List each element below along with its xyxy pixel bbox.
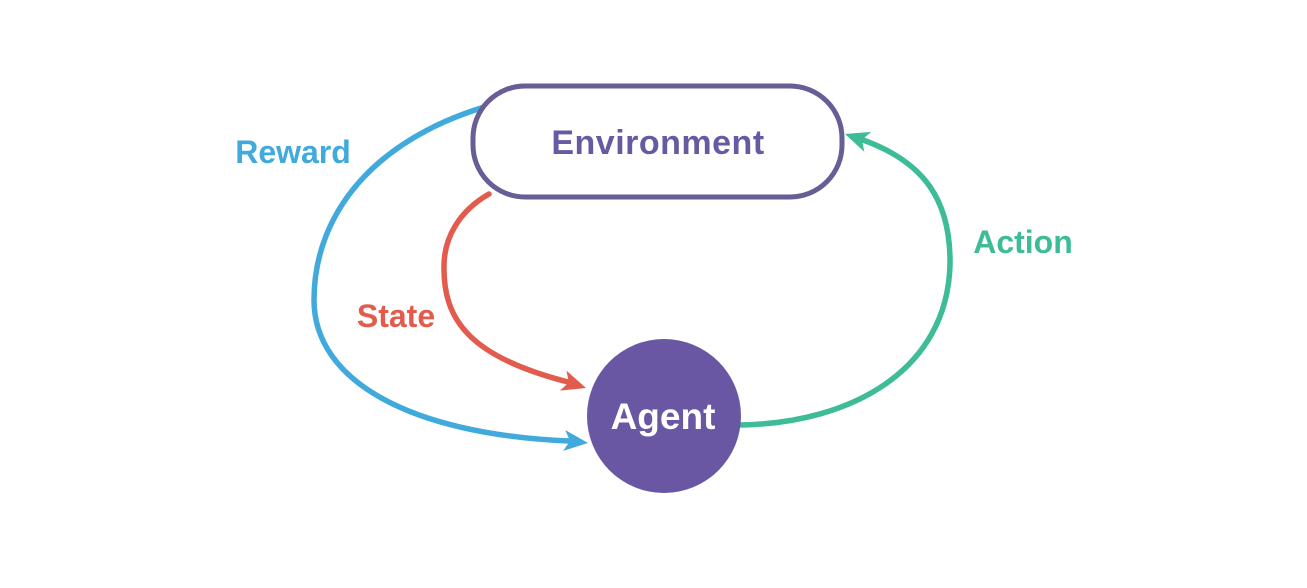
state-arrowhead-icon <box>559 370 586 391</box>
action-arrowhead-icon <box>845 131 872 152</box>
agent-label: Agent <box>611 396 716 437</box>
state-curve <box>441 191 571 385</box>
action-label: Action <box>973 224 1073 260</box>
reward-curve <box>311 96 572 444</box>
reward-label: Reward <box>235 134 351 170</box>
environment-node: Environment <box>470 83 845 200</box>
environment-box <box>470 83 845 200</box>
state-edge: State <box>357 191 586 391</box>
environment-label: Environment <box>551 124 764 162</box>
reward-edge: Reward <box>235 96 588 451</box>
agent-circle <box>587 339 741 493</box>
reward-arrowhead-icon <box>563 430 588 451</box>
action-edge: Action <box>738 131 1073 428</box>
agent-node: Agent <box>587 339 741 493</box>
state-label: State <box>357 298 435 334</box>
action-curve <box>738 137 953 428</box>
